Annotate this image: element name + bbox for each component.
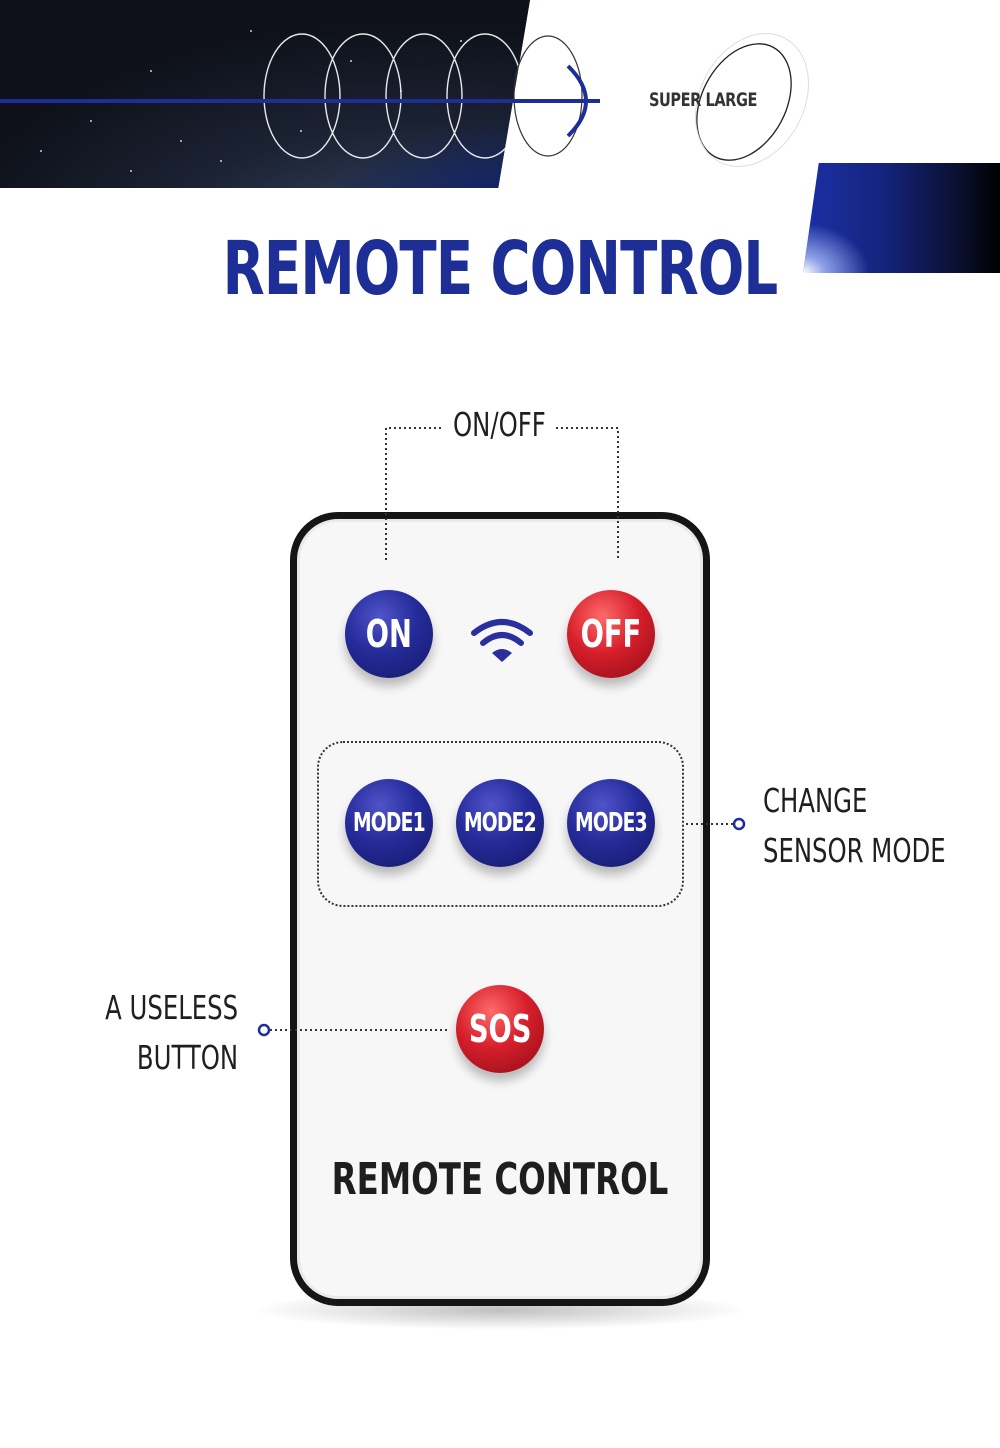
mode-callout-line2: SENSOR MODE (763, 831, 946, 870)
mode-callout: CHANGE SENSOR MODE (763, 776, 986, 876)
mode1-button-label: MODE1 (353, 808, 426, 838)
sos-button-label: SOS (468, 1007, 532, 1051)
remote-label: REMOTE CONTROL (331, 1154, 669, 1205)
mode1-button[interactable]: MODE1 (345, 779, 433, 867)
corner-gradient-decoration (803, 163, 1000, 273)
mode2-button[interactable]: MODE2 (456, 779, 544, 867)
on-button[interactable]: ON (345, 590, 433, 678)
onoff-callout-text: ON/OFF (453, 405, 546, 444)
onoff-callout: ON/OFF (453, 400, 566, 450)
off-button-label: OFF (580, 612, 642, 656)
wifi-icon (471, 619, 533, 662)
sos-button[interactable]: SOS (456, 985, 544, 1073)
on-button-label: ON (365, 612, 413, 656)
mode-group-outline (317, 741, 684, 907)
banner-graphics (0, 33, 809, 167)
mode2-button-label: MODE2 (464, 808, 537, 838)
arrow-right-icon (0, 64, 600, 138)
mode3-button-label: MODE3 (575, 808, 648, 838)
page-title: REMOTE CONTROL (222, 226, 779, 312)
banner-space-image (0, 0, 530, 188)
mode-callout-line1: CHANGE (763, 781, 868, 820)
super-large-tag: SUPER LARGE (649, 89, 757, 111)
off-button[interactable]: OFF (567, 590, 655, 678)
mode3-button[interactable]: MODE3 (567, 779, 655, 867)
sos-callout-line2: BUTTON (136, 1038, 238, 1077)
sos-callout: A USELESS BUTTON (76, 983, 238, 1083)
sos-callout-line1: A USELESS (105, 988, 238, 1027)
